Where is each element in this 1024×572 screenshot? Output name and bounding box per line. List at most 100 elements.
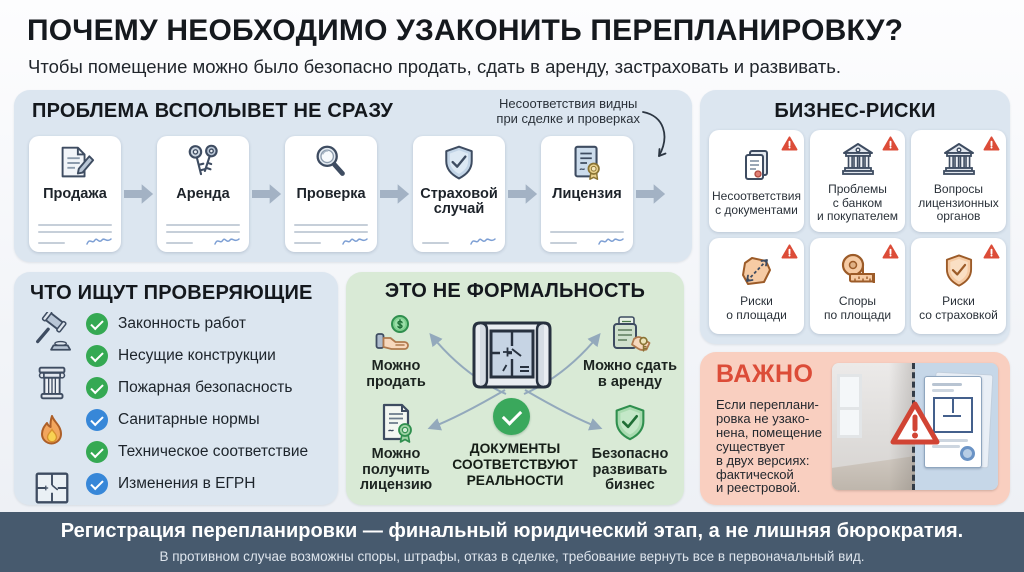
formality-caption: ДОКУМЕНТЫ СООТВЕТСТВУЮТ РЕАЛЬНОСТИ [452,441,578,488]
connector-arrows-icon [427,332,603,431]
bank-icon [939,138,979,180]
benefit-sell: Можно продать [346,314,446,390]
check-circle-icon [86,441,108,463]
curved-arrow-icon [642,111,667,157]
card-label: Продажа [43,186,107,202]
blueprint-icon [470,318,554,397]
check-circle-icon [86,345,108,367]
panel-formality-title: ЭТО НЕ ФОРМАЛЬНОСТЬ [384,280,646,302]
signature-icon [598,238,624,245]
magnifier-icon [310,141,352,185]
inspectors-checklist: Законность работ Несущие конструкции Пож… [86,312,308,504]
checklist-item: Изменения в ЕГРН [86,472,308,496]
panel-important: ВАЖНО Если переплани- ровка не узако- не… [700,352,1010,505]
checklist-label: Санитарные нормы [118,411,260,428]
problem-card-rent: Аренда [157,136,249,252]
flow-arrow-icon [508,184,538,204]
shield-green-icon [609,402,651,444]
inspectors-icon-column [28,309,76,517]
card-label: Страховой случай [420,186,498,217]
panel-problem-title: ПРОБЛЕМА ВСПОЛЫВЕТ НЕ СРАЗУ [32,100,394,122]
card-label: Лицензия [552,186,622,202]
benefit-license: Можно получить лицензию [346,402,446,494]
panel-risks-title: БИЗНЕС-РИСКИ [774,100,936,122]
signature-icon [470,238,496,245]
shield-check-icon [439,141,479,185]
signature-icon [342,238,368,245]
check-circle-icon [86,409,108,431]
flow-arrow-icon [380,184,410,204]
benefit-business: Безопасно развивать бизнес [580,402,680,494]
document-lines [550,226,624,247]
important-text: Если переплани- ровка не узако- нена, по… [716,397,822,496]
risk-card-licensing: Вопросы лицензионных органов [911,130,1006,232]
problem-cards-row: Продажа [29,136,669,252]
checklist-item: Законность работ [86,312,308,336]
card-label: Аренда [176,186,230,202]
document-front [924,376,982,468]
risk-card-insurance: Риски со страховкой [911,238,1006,334]
check-circle-icon [86,313,108,335]
checklist-item: Несущие конструкции [86,344,308,368]
bank-icon [838,138,878,180]
warning-triangle-icon [882,136,899,151]
benefit-label: Можно продать [366,358,426,390]
floor-plan-icon [30,467,74,514]
hand-coin-icon [373,314,419,356]
risk-card-area-disputes: Споры по площади [810,238,905,334]
flow-arrow-icon [124,184,154,204]
panel-business-risks: БИЗНЕС-РИСКИ Несоответствия с документам… [700,90,1010,344]
document-lines [166,219,240,247]
check-circle-icon [493,398,530,435]
problem-card-license: Лицензия [541,136,633,252]
panel-inspectors-title: ЧТО ИЩУТ ПРОВЕРЯЮЩИЕ [30,282,313,304]
tape-measure-icon [838,250,878,292]
page-subtitle: Чтобы помещение можно было безопасно про… [28,56,842,77]
checklist-label: Пожарная безопасность [118,379,293,396]
flow-arrow-icon [636,184,666,204]
area-measure-icon [737,250,777,292]
risk-label: Проблемы с банком и покупателем [816,181,899,224]
flame-icon [30,412,74,461]
flow-arrow-icon [252,184,282,204]
benefit-label: Безопасно развивать бизнес [591,446,669,494]
problem-card-sale: Продажа [29,136,121,252]
certificate-icon [566,141,608,185]
risk-card-area: Риски о площади [709,238,804,334]
document-lines [422,233,496,247]
room-photo [832,363,915,490]
warning-triangle-icon [983,244,1000,259]
risk-label: Споры по площади [823,293,892,322]
document-lines [38,219,112,247]
checklist-label: Изменения в ЕГРН [118,475,256,492]
benefit-label: Можно получить лицензию [359,446,433,494]
document-lines [294,219,368,247]
warning-triangle-icon [781,244,798,259]
panel-inspectors: ЧТО ИЩУТ ПРОВЕРЯЮЩИЕ [14,272,338,505]
problem-annotation: Несоответствия видны при сделке и провер… [496,96,640,127]
risk-card-bank: Проблемы с банком и покупателем [810,130,905,232]
checklist-label: Техническое соответствие [118,443,309,460]
important-title: ВАЖНО [716,360,814,388]
check-circle-icon [86,473,108,495]
gavel-icon [30,309,74,359]
warning-triangle-icon [781,136,798,151]
room-window [837,374,862,438]
checklist-label: Несущие конструкции [118,347,276,364]
hand-key-icon [607,314,653,356]
warning-triangle-icon [882,244,899,259]
risk-card-documents: Несоответствия с документами [709,130,804,232]
benefit-rent: Можно сдать в аренду [580,314,680,390]
risk-label: Риски со страховкой [919,293,998,322]
panel-formality: ЭТО НЕ ФОРМАЛЬНОСТЬ [346,272,684,505]
problem-card-inspection: Проверка [285,136,377,252]
signature-icon [214,238,240,245]
benefit-label: Можно сдать в аренду [582,358,678,390]
risk-label: Вопросы лицензионных органов [918,181,999,224]
plan-drawing [933,397,973,433]
panel-problem: ПРОБЛЕМА ВСПОЛЫВЕТ НЕ СРАЗУ Несоответств… [14,90,692,262]
checklist-item: Техническое соответствие [86,440,308,464]
checklist-label: Законность работ [118,315,247,332]
documents-icon [737,145,777,187]
